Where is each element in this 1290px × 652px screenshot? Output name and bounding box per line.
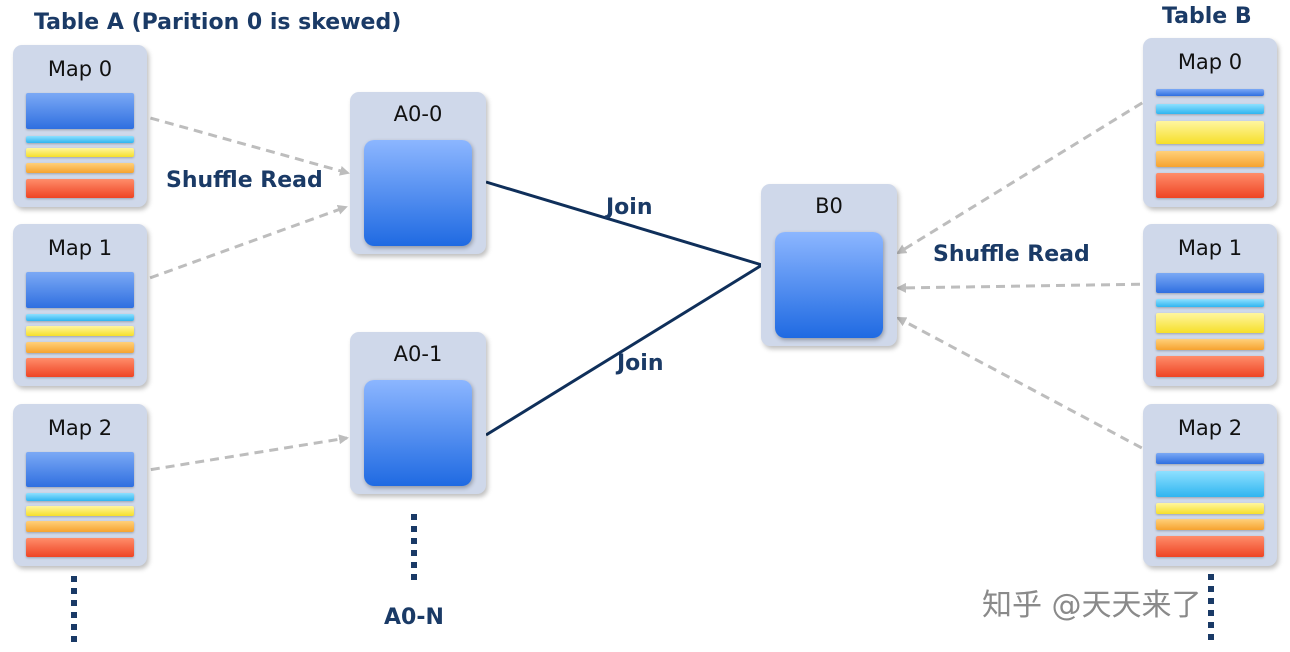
data-block: [1156, 273, 1264, 293]
map-label: Map 1: [1177, 236, 1243, 260]
shuffle-arrow-bmap0-to-b0: [896, 93, 1156, 255]
partition-label: B0: [815, 194, 843, 218]
data-block: [1156, 453, 1264, 464]
table-a-map-1: Map 1: [13, 224, 147, 386]
partition-b0: B0: [761, 184, 897, 346]
data-block: [26, 521, 134, 532]
table-b-map-0: Map 0: [1143, 38, 1277, 207]
data-block: [1156, 356, 1264, 377]
shuffle-arrow-map0-to-a0-0: [135, 112, 350, 176]
data-block: [26, 506, 134, 516]
join-line-a0-1-to-b0: [485, 263, 763, 437]
data-block: [26, 148, 134, 157]
partition-a0-n-label: A0-N: [384, 605, 444, 630]
data-block: [1156, 104, 1264, 114]
partition-label: A0-1: [393, 342, 443, 366]
data-block: [1156, 121, 1264, 144]
join-line-a0-0-to-b0: [485, 180, 763, 267]
data-block: [1156, 89, 1264, 96]
table-a-title: Table A (Parition 0 is skewed): [34, 10, 402, 35]
partition-a0-0: A0-0: [350, 92, 486, 254]
shuffle-arrow-map1-to-a0-0: [135, 205, 348, 285]
watermark: 知乎 @天天来了: [982, 588, 1202, 623]
data-block: [26, 179, 134, 198]
data-block: [1156, 519, 1264, 530]
join-label-bottom: Join: [617, 351, 664, 376]
shuffle-read-label-right: Shuffle Read: [933, 242, 1090, 267]
data-block: [1156, 173, 1264, 198]
data-block: [1156, 503, 1264, 514]
data-block: [26, 93, 134, 129]
data-block: [1156, 151, 1264, 167]
map-label: Map 1: [47, 236, 113, 260]
more-partitions-ellipsis: [411, 514, 417, 586]
shuffle-arrow-bmap2-to-b0: [896, 316, 1156, 457]
partition-data-block: [364, 140, 472, 246]
partition-data-block: [775, 232, 883, 338]
data-block: [26, 163, 134, 173]
partition-label: A0-0: [393, 102, 443, 126]
data-block: [26, 272, 134, 308]
table-a-map-0: Map 0: [13, 45, 147, 207]
shuffle-arrow-bmap1-to-b0: [896, 282, 1156, 293]
map-label: Map 0: [47, 57, 113, 81]
map-label: Map 2: [1177, 416, 1243, 440]
more-maps-ellipsis-b: [1208, 574, 1214, 646]
data-block: [26, 342, 134, 353]
data-block: [1156, 471, 1264, 497]
table-b-title: Table B: [1162, 4, 1252, 29]
data-block: [26, 358, 134, 377]
join-label-top: Join: [606, 195, 653, 220]
table-a-map-2: Map 2: [13, 404, 147, 566]
table-b-map-1: Map 1: [1143, 224, 1277, 386]
data-block: [1156, 313, 1264, 333]
shuffle-read-label-left: Shuffle Read: [166, 168, 323, 193]
data-block: [1156, 299, 1264, 307]
data-block: [26, 314, 134, 321]
partition-data-block: [364, 380, 472, 486]
data-block: [26, 452, 134, 487]
data-block: [26, 538, 134, 557]
data-block: [26, 493, 134, 501]
data-block: [26, 326, 134, 336]
partition-a0-1: A0-1: [350, 332, 486, 494]
more-maps-ellipsis: [71, 576, 77, 648]
map-label: Map 2: [47, 416, 113, 440]
map-label: Map 0: [1177, 50, 1243, 74]
data-block: [1156, 536, 1264, 557]
table-b-map-2: Map 2: [1143, 404, 1277, 566]
data-block: [26, 136, 134, 143]
shuffle-arrow-map2-to-a0-1: [135, 434, 349, 474]
data-block: [1156, 339, 1264, 350]
